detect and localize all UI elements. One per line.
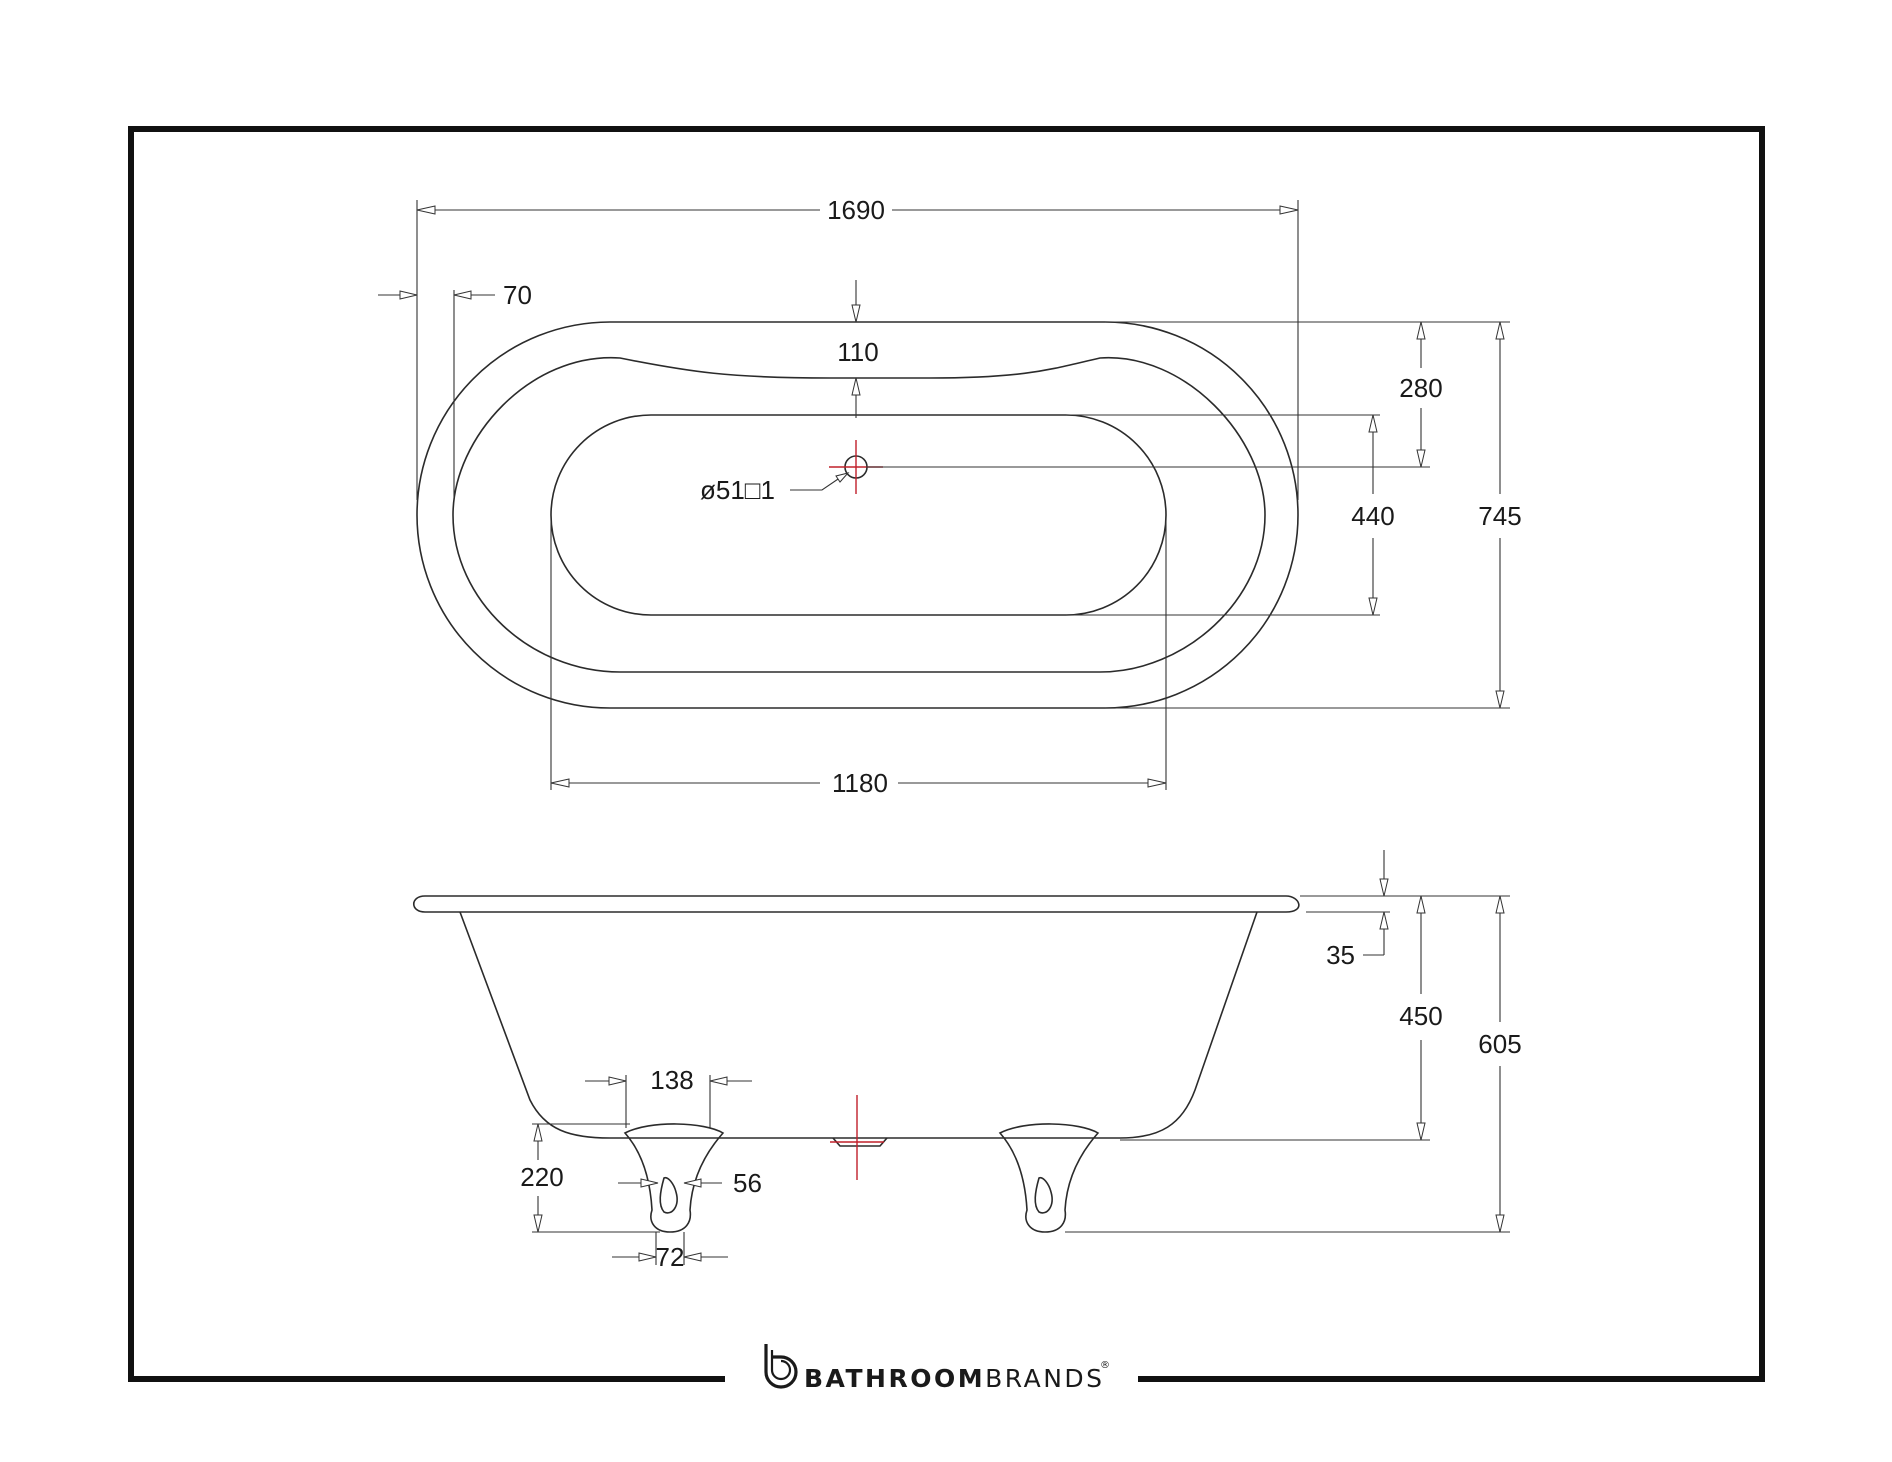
dim-745-label: 745 [1478,501,1521,531]
brand-name-bold: BATHROOM [804,1364,985,1393]
dim-35-label: 35 [1326,940,1355,970]
sheet-frame [128,126,1765,1382]
waste-callout-label: ø51□1 [700,475,775,505]
arrow-56-left [640,1178,659,1188]
dim-1180-label: 1180 [832,768,888,798]
left-foot-detail [659,1176,678,1214]
right-foot [998,1123,1100,1233]
arrow-138-left [608,1076,627,1086]
arrow-1690-right [1279,205,1299,215]
arrow-1180-right [1147,778,1167,788]
bathroombrands-b-logo-icon [764,1344,798,1389]
dim-72-label: 72 [656,1242,685,1272]
arrow-138-right [709,1076,728,1086]
arrow-35-bottom [1379,911,1389,930]
arrow-745-top [1495,321,1505,340]
arrow-220-top [533,1123,543,1142]
inner-rim-outline [452,357,1266,673]
brand-logo: BATHROOMBRANDS ® [764,1344,1110,1393]
arrow-56-right [683,1178,702,1188]
dim-440-label: 440 [1351,501,1394,531]
arrow-110-bottom [851,377,861,396]
arrow-605-top [1495,895,1505,914]
arrow-280-top [1416,321,1426,340]
side-body [459,911,1258,1139]
arrow-605-bottom [1495,1214,1505,1233]
arrow-1180-left [550,778,570,788]
arrow-450-bottom [1416,1122,1426,1141]
arrow-280-bottom [1416,449,1426,468]
brand-name-light: BRANDS [985,1364,1104,1393]
basin-outline [550,414,1167,616]
arrow-70-right [453,290,472,300]
outer-rim-outline [416,321,1299,709]
arrow-745-bottom [1495,690,1505,709]
dim-605-label: 605 [1478,1029,1521,1059]
dim-450-label: 450 [1399,1001,1442,1031]
dim-1690-label: 1690 [827,195,885,225]
dim-220-label: 220 [520,1162,563,1192]
dim-138-label: 138 [650,1065,693,1095]
arrow-110-top [851,304,861,323]
registered-mark: ® [1100,1360,1110,1371]
waste-leader-arrow [835,472,850,483]
arrow-220-bottom [533,1214,543,1233]
right-foot-detail [1034,1176,1053,1214]
side-rim [412,895,1300,913]
plan-view: 1690 70 110 280 440 [378,195,1522,798]
arrow-35-top [1379,878,1389,897]
arrow-72-right [683,1252,702,1262]
dim-70-label: 70 [503,280,532,310]
arrow-440-top [1368,414,1378,433]
brand-wordmark: BATHROOMBRANDS [804,1364,1105,1393]
arrow-440-bottom [1368,597,1378,616]
dim-110-label: 110 [837,337,878,367]
dim-56-label: 56 [733,1168,762,1198]
arrow-450-top [1416,895,1426,914]
waste-leader [790,474,845,491]
arrow-70-left [399,290,418,300]
arrow-1690-left [416,205,436,215]
left-foot [623,1123,725,1233]
dim-280-label: 280 [1399,373,1442,403]
side-view: 35 450 605 138 220 56 [412,850,1522,1272]
arrow-72-left [638,1252,657,1262]
